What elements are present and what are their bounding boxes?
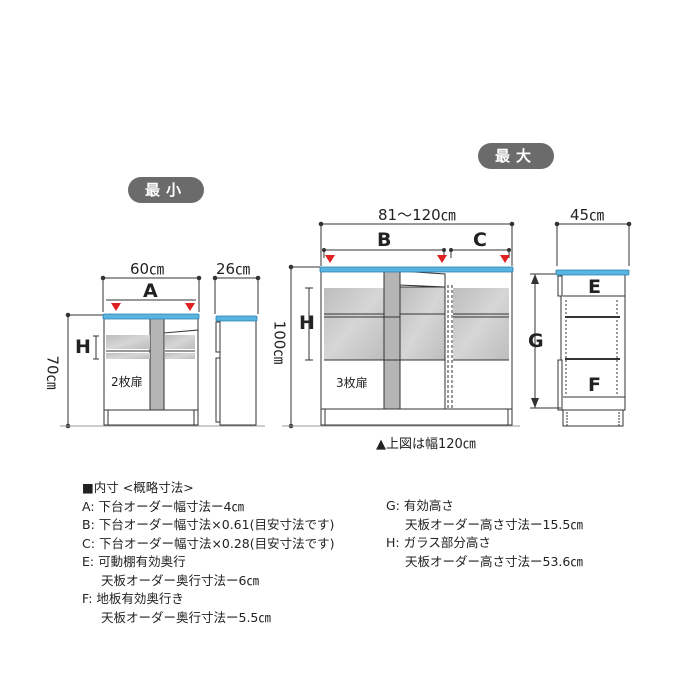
note-g: G: 有効高さ <box>386 498 454 513</box>
note-h-detail: 天板オーダー高さ寸法ー53.6㎝ <box>405 553 583 569</box>
note-b: B: 下台オーダー幅寸法×0.61(目安寸法です) <box>82 517 335 532</box>
note-f: F: 地板有効奥行き <box>82 591 184 606</box>
max-height-label: 100㎝ <box>270 320 289 365</box>
note-g-detail: 天板オーダー高さ寸法ー15.5㎝ <box>405 516 583 532</box>
note-h: H: ガラス部分高さ <box>386 535 491 550</box>
notes-left: ■内寸 <概略寸法> A: 下台オーダー幅寸法ー4㎝ B: 下台オーダー幅寸法×… <box>82 479 335 627</box>
min-badge: 最小 <box>128 177 204 203</box>
max-e-letter: E <box>588 276 601 298</box>
max-width-label: 81～120㎝ <box>378 206 456 224</box>
note-c: C: 下台オーダー幅寸法×0.28(目安寸法です) <box>82 535 335 551</box>
min-inner-width-letter: A <box>143 280 158 302</box>
notes-right: G: 有効高さ 天板オーダー高さ寸法ー15.5㎝ H: ガラス部分高さ 天板オー… <box>386 497 583 571</box>
min-height-label: 70㎝ <box>43 355 62 390</box>
max-door-label: 3枚扉 <box>336 376 368 390</box>
max-badge: 最大 <box>478 143 554 169</box>
note-f-detail: 天板オーダー奥行寸法ー5.5㎝ <box>101 609 271 625</box>
max-g-letter: G <box>528 330 544 352</box>
max-f-letter: F <box>588 374 601 396</box>
note-a: A: 下台オーダー幅寸法ー4㎝ <box>82 498 244 514</box>
min-glass-height-letter: H <box>75 336 91 358</box>
notes-heading: ■内寸 <概略寸法> <box>82 480 194 495</box>
note-e-detail: 天板オーダー奥行寸法ー6㎝ <box>101 572 259 588</box>
note-e: E: 可動棚有効奥行 <box>82 554 186 569</box>
max-glass-height-letter: H <box>299 312 315 334</box>
min-width-label: 60㎝ <box>130 260 165 278</box>
min-depth-label: 26㎝ <box>216 260 251 278</box>
min-door-label: 2枚扉 <box>111 375 143 389</box>
max-caption: ▲上図は幅120㎝ <box>376 437 476 452</box>
max-depth-label: 45㎝ <box>570 206 605 224</box>
max-c-letter: C <box>473 229 487 251</box>
max-b-letter: B <box>377 229 392 251</box>
